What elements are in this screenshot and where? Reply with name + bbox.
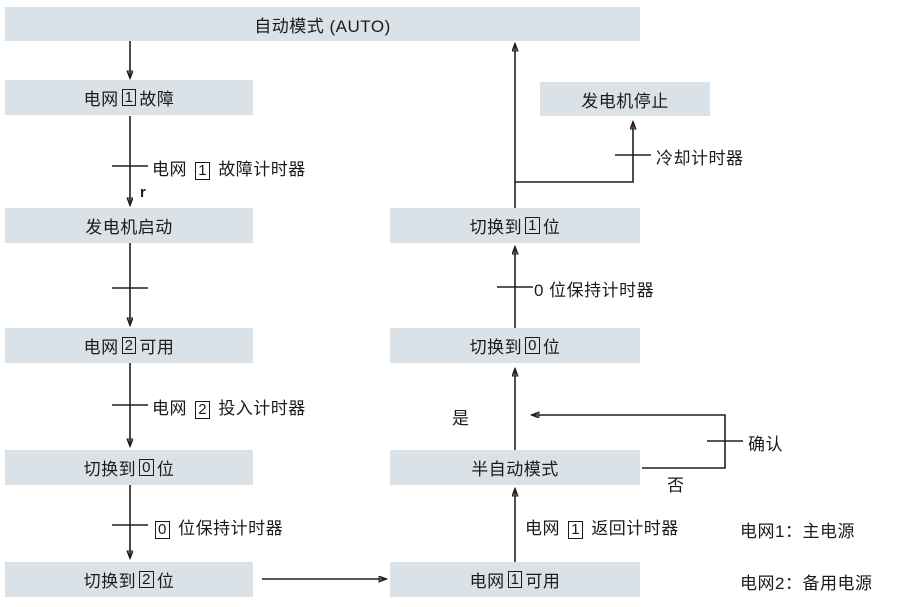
node-switch-to-2-prefix: 切换到	[83, 572, 137, 591]
edge-label-grid1-fault-timer-prefix: 电网	[152, 160, 187, 179]
node-switch-to-1-prefix: 切换到	[469, 218, 523, 237]
node-grid1-available-index: 1	[507, 570, 523, 589]
edge-label-grid1-fault-timer-suffix: 故障计时器	[218, 160, 306, 179]
edge-label-pos0-hold-timer-left-suffix: 位保持计时器	[178, 519, 284, 538]
node-switch-to-0-left[interactable]: 切换到 0 位	[5, 450, 253, 485]
node-switch-to-0-left-index: 0	[139, 458, 154, 477]
legend-item-grid1: 电网1：主电源	[740, 517, 855, 542]
node-semi-auto-mode-label: 半自动模式	[471, 460, 559, 479]
decision-label-no-text: 否	[667, 476, 685, 495]
edge-label-cooling-timer-text: 冷却计时器	[656, 149, 744, 168]
node-auto-mode[interactable]: 自动模式 (AUTO)	[5, 7, 640, 41]
wire-cooling-to-genstop	[515, 122, 633, 183]
stray-character-r: r	[140, 184, 146, 201]
edge-label-grid1-fault-timer-index: 1	[195, 162, 211, 180]
node-switch-to-0-right[interactable]: 切换到 0 位	[390, 328, 640, 363]
edge-label-pos0-hold-timer-right-text: 0 位保持计时器	[534, 281, 655, 300]
stray-character-r-text: r	[140, 184, 146, 201]
node-switch-to-1-suffix: 位	[542, 218, 561, 237]
edge-label-cooling-timer: 冷却计时器	[656, 144, 744, 169]
edge-label-grid1-return-timer-suffix: 返回计时器	[591, 519, 679, 538]
edge-label-grid2-on-timer-prefix: 电网	[152, 399, 187, 418]
node-grid1-available[interactable]: 电网 1 可用	[390, 562, 640, 597]
node-semi-auto-mode[interactable]: 半自动模式	[390, 450, 640, 485]
node-switch-to-1[interactable]: 切换到 1 位	[390, 208, 640, 243]
edge-label-confirm-text: 确认	[748, 435, 783, 454]
edge-label-grid1-fault-timer: 电网 1 故障计时器	[152, 155, 306, 180]
node-grid2-available[interactable]: 电网 2 可用	[5, 328, 253, 363]
node-switch-to-2[interactable]: 切换到 2 位	[5, 562, 253, 597]
edge-label-grid1-return-timer-index: 1	[568, 521, 584, 539]
edge-label-confirm: 确认	[748, 430, 783, 455]
node-grid1-fault[interactable]: 电网 1 故障	[5, 80, 253, 115]
node-generator-stop-label: 发电机停止	[581, 91, 669, 111]
node-switch-to-2-suffix: 位	[156, 572, 175, 591]
edge-label-grid1-return-timer-prefix: 电网	[525, 519, 560, 538]
node-generator-stop[interactable]: 发电机停止	[540, 82, 710, 116]
decision-label-yes-text: 是	[452, 409, 470, 428]
node-grid1-fault-index: 1	[121, 88, 137, 107]
node-grid2-available-index: 2	[121, 336, 137, 355]
node-switch-to-0-right-prefix: 切换到	[469, 338, 523, 357]
node-grid2-available-prefix: 电网	[83, 338, 119, 357]
node-generator-start[interactable]: 发电机启动	[5, 208, 253, 243]
edge-label-grid2-on-timer-index: 2	[195, 401, 211, 419]
node-grid1-fault-suffix: 故障	[139, 90, 175, 109]
edge-label-pos0-hold-timer-left: 0 位保持计时器	[152, 514, 283, 539]
legend-item-grid1-text: 电网1：主电源	[740, 522, 855, 541]
edge-label-pos0-hold-timer-right: 0 位保持计时器	[534, 276, 654, 301]
node-switch-to-1-index: 1	[525, 216, 540, 235]
edge-label-grid2-on-timer-suffix: 投入计时器	[218, 399, 306, 418]
node-switch-to-0-right-index: 0	[525, 336, 540, 355]
node-switch-to-0-right-suffix: 位	[542, 338, 561, 357]
legend-item-grid2: 电网2：备用电源	[740, 569, 872, 594]
node-generator-start-label: 发电机启动	[85, 218, 173, 237]
node-switch-to-0-left-prefix: 切换到	[83, 460, 137, 479]
node-grid1-fault-prefix: 电网	[83, 90, 119, 109]
edge-label-pos0-hold-timer-left-index: 0	[155, 521, 170, 539]
node-grid2-available-suffix: 可用	[139, 338, 175, 357]
node-switch-to-0-left-suffix: 位	[156, 460, 175, 479]
decision-label-no: 否	[667, 471, 685, 496]
node-grid1-available-prefix: 电网	[469, 572, 505, 591]
node-switch-to-2-index: 2	[139, 570, 154, 589]
node-grid1-available-suffix: 可用	[525, 572, 561, 591]
edge-label-grid2-on-timer: 电网 2 投入计时器	[152, 394, 306, 419]
decision-label-yes: 是	[452, 404, 470, 429]
node-auto-mode-label: 自动模式 (AUTO)	[254, 16, 391, 36]
legend-item-grid2-text: 电网2：备用电源	[740, 574, 873, 593]
edge-label-grid1-return-timer: 电网 1 返回计时器	[525, 514, 679, 539]
